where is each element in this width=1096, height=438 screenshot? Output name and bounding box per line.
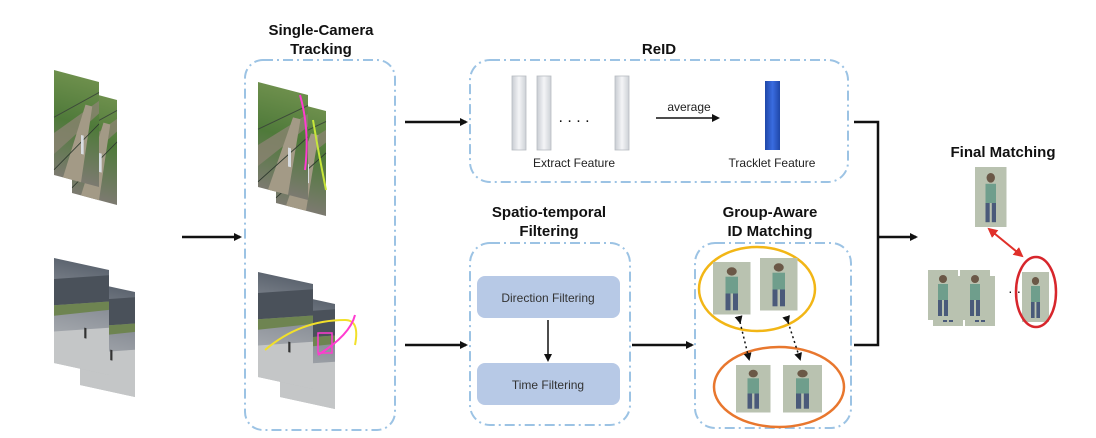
final-query-crop	[975, 167, 1007, 227]
spatio-temporal-box	[469, 242, 631, 426]
direction-filtering-box	[477, 276, 620, 318]
tracklet-feature-column	[765, 81, 780, 150]
final-gallery-crops: · · ·	[928, 270, 1049, 326]
direction-filtering-label: Direction Filtering	[501, 291, 594, 305]
group-bottom-person-crops	[736, 365, 822, 413]
group-aware-title-line1: Group-Aware	[723, 204, 818, 221]
time-filtering-label: Time Filtering	[512, 378, 584, 392]
feature-columns	[511, 75, 630, 151]
extract-feature-label: Extract Feature	[533, 156, 615, 170]
group-ellipse-top	[697, 245, 817, 333]
time-filtering-box	[477, 363, 620, 405]
final-match-arrow	[987, 227, 1024, 258]
spatio-temporal-title-line2: Filtering	[519, 223, 578, 240]
group-top-person-crops	[713, 258, 798, 315]
tracklet-feature-label: Tracklet Feature	[729, 156, 816, 170]
single-camera-tracking-box	[244, 59, 396, 431]
spatio-temporal-title-line1: Spatio-temporal	[492, 204, 606, 221]
tracked-frames-bottom	[258, 272, 358, 409]
final-matching-title: Final Matching	[951, 144, 1056, 161]
input-camera-frames-bottom	[54, 258, 135, 397]
reid-box	[469, 59, 849, 183]
feature-ellipsis: . . . .	[558, 109, 589, 126]
final-match-ellipse	[1014, 255, 1058, 329]
single-camera-tracking-title-line2: Tracking	[290, 41, 352, 58]
group-aware-title-line2: ID Matching	[728, 223, 813, 240]
merge-bracket	[854, 120, 918, 347]
input-camera-frames-top	[53, 69, 118, 206]
single-camera-tracking-title-line1: Single-Camera	[268, 22, 374, 39]
group-correspondence-arrows	[734, 315, 802, 361]
reid-title: ReID	[642, 41, 676, 58]
average-label: average	[667, 100, 711, 114]
tracked-frames-top	[257, 81, 327, 217]
group-ellipse-bottom	[712, 345, 846, 429]
